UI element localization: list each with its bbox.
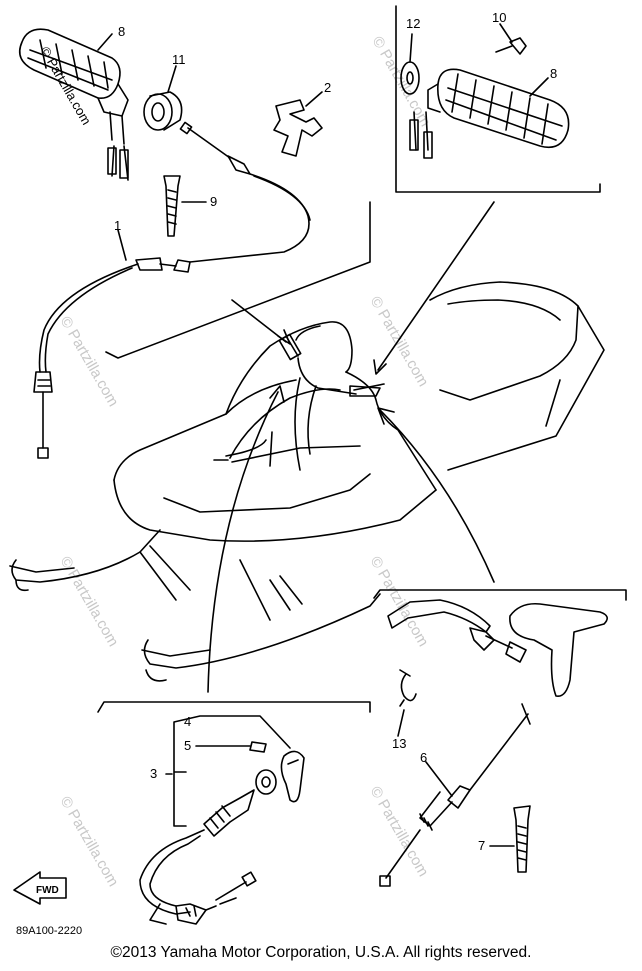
- hose-clip: [399, 669, 417, 707]
- watermark-text: © Partzilla.com: [57, 314, 122, 410]
- callout-number: 8: [118, 24, 125, 39]
- grip-holder-ring: [143, 91, 183, 131]
- brake-assembly: [373, 589, 627, 887]
- callout-number: 12: [406, 16, 420, 31]
- leader-line: [499, 23, 513, 43]
- leader-line: [117, 229, 127, 261]
- left-grip: [18, 28, 129, 181]
- callout-number: 5: [184, 738, 191, 753]
- watermark-text: © Partzilla.com: [367, 294, 432, 390]
- watermark-text: © Partzilla.com: [57, 794, 122, 890]
- callout-number: 8: [550, 66, 557, 81]
- brake-cable: [379, 713, 529, 887]
- screw: [495, 37, 527, 55]
- callouts: 8 11 2 9 1 12 10 8 13 6 7 4 5 3 89A100-2…: [16, 10, 557, 937]
- panel-border: [373, 589, 627, 601]
- callout-number: 10: [492, 10, 506, 25]
- panel-border: [105, 201, 371, 359]
- throttle-lever-assembly: [97, 701, 371, 925]
- snowmobile-body: [9, 281, 605, 682]
- callout-number: 3: [150, 766, 157, 781]
- arrows: [207, 201, 495, 693]
- leader-line: [529, 77, 549, 97]
- leader-line: [97, 33, 113, 51]
- fwd-label: FWD: [36, 885, 59, 896]
- copyright-notice: ©2013 Yamaha Motor Corporation, U.S.A. A…: [110, 944, 532, 961]
- callout-number: 13: [392, 736, 406, 751]
- cable-clip: [273, 99, 323, 157]
- callout-number: 6: [420, 750, 427, 765]
- watermark-text: © Partzilla.com: [57, 554, 122, 650]
- panel-border: [97, 701, 371, 713]
- panel-border: [395, 5, 601, 193]
- leader-line: [409, 33, 413, 63]
- leader-line: [397, 709, 405, 737]
- throttle-cable: [33, 121, 311, 459]
- right-grip-assembly: [395, 5, 601, 193]
- leader-line: [305, 91, 323, 107]
- fwd-arrow: FWD: [13, 871, 67, 905]
- diagram-canvas: © Partzilla.com © Partzilla.com © Partzi…: [9, 5, 627, 937]
- part-code: 89A100-2220: [16, 925, 82, 937]
- leader-line: [425, 761, 453, 797]
- watermark-text: © Partzilla.com: [367, 784, 432, 880]
- cable-band: [163, 175, 181, 237]
- callout-number: 2: [324, 80, 331, 95]
- callout-number: 11: [172, 52, 186, 67]
- leader-line: [167, 65, 177, 93]
- right-grip: [409, 68, 570, 159]
- callout-number: 4: [184, 714, 191, 729]
- callout-number: 9: [210, 194, 217, 209]
- callout-number: 7: [478, 838, 485, 853]
- cable-band: [513, 805, 531, 873]
- callout-number: 1: [114, 218, 121, 233]
